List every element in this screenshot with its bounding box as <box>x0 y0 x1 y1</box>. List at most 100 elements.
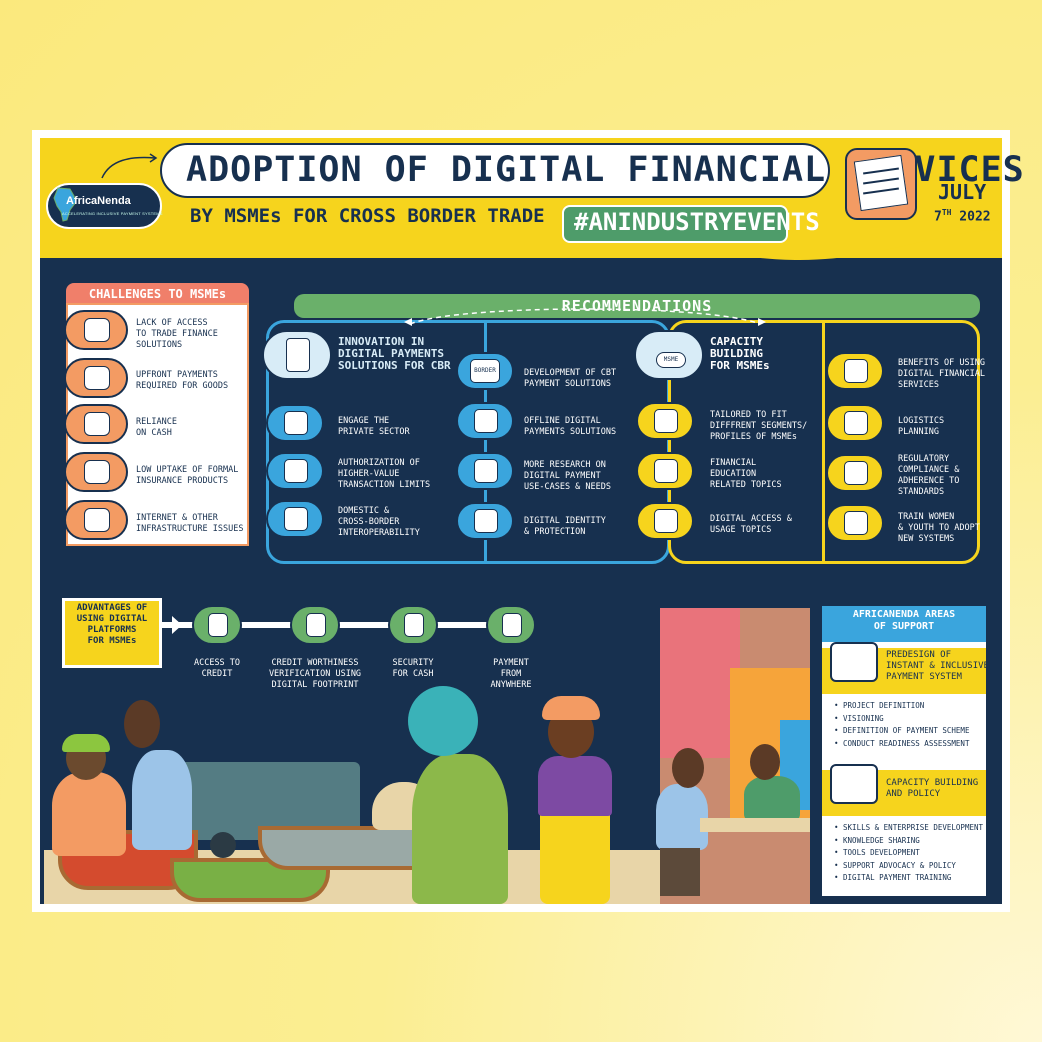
support-title: AFRICANENDA AREAS OF SUPPORT <box>852 609 956 632</box>
policy-doc-icon <box>830 764 878 804</box>
vendor-woman <box>52 772 126 856</box>
list-item: DIGITAL PAYMENT TRAINING <box>834 872 983 885</box>
date-month: JULY <box>938 180 987 204</box>
fingerprint-icon <box>456 502 514 540</box>
rec-label: AUTHORIZATION OF HIGHER-VALUE TRANSACTIO… <box>338 458 431 490</box>
rec-label: DEVELOPMENT OF CBT PAYMENT SOLUTIONS <box>524 368 617 389</box>
checklist-icon <box>826 454 884 492</box>
list-item: PROJECT DEFINITION <box>834 700 969 713</box>
calendar-icon <box>845 148 917 220</box>
capacity-divider <box>822 320 825 564</box>
challenges-header <box>66 283 249 305</box>
trousers <box>660 848 700 896</box>
head <box>672 748 704 788</box>
arrow-right-icon <box>162 616 182 634</box>
capacity-heading: CAPACITY BUILDING FOR MSMEs <box>710 335 770 372</box>
africa-map-icon <box>53 187 77 222</box>
document-icon <box>266 452 324 490</box>
rec-label: REGULATORY COMPLIANCE & ADHERENCE TO STA… <box>898 454 960 497</box>
list-item: TOOLS DEVELOPMENT <box>834 847 983 860</box>
shopkeeper <box>744 776 800 822</box>
secure-cash-icon <box>388 605 438 645</box>
rec-label: LOGISTICS PLANNING <box>898 416 945 437</box>
date-day: 7TH 2022 <box>934 208 991 225</box>
pos-terminal-icon <box>192 605 242 645</box>
greens-basket <box>170 858 330 902</box>
connector-icon <box>266 500 324 538</box>
offline-phone-icon <box>456 402 514 440</box>
challenge-label: LOW UPTAKE OF FORMAL INSURANCE PRODUCTS <box>136 465 239 486</box>
faces-icon <box>826 504 884 542</box>
footprints-icon <box>290 605 340 645</box>
cash-register-icon <box>636 452 694 490</box>
advantage-label: ACCESS TO CREDIT <box>193 658 241 679</box>
list-item: CONDUCT READINESS ASSESSMENT <box>834 738 969 751</box>
headwrap <box>62 734 110 752</box>
handshake-icon <box>266 404 324 442</box>
flexed-arm-icon: MSME <box>634 330 704 380</box>
head <box>750 744 780 780</box>
challenges-title: CHALLENGES TO MSMEs <box>88 287 227 301</box>
advantages-title: ADVANTAGES OF USING DIGITAL PLATFORMS FO… <box>76 603 148 646</box>
dashed-arrow <box>404 308 766 326</box>
recommendations-title: RECOMMENDATIONS <box>294 297 980 315</box>
cable-icon <box>64 500 128 540</box>
hashtag-badge <box>562 205 788 243</box>
customer-woman-green <box>412 754 508 904</box>
advantages-box <box>62 598 162 668</box>
support-section-heading: PREDESIGN OF INSTANT & INCLUSIVE PAYMENT… <box>886 650 989 682</box>
advantages-line <box>162 622 532 628</box>
support-list: SKILLS & ENTERPRISE DEVELOPMENT KNOWLEDG… <box>834 822 983 885</box>
list-item: KNOWLEDGE SHARING <box>834 835 983 848</box>
advantage-label: CREDIT WORTHINESS VERIFICATION USING DIG… <box>268 658 362 690</box>
support-header <box>822 606 986 642</box>
headwrap <box>408 686 478 756</box>
purple-top <box>538 756 612 816</box>
challenge-label: RELIANCE ON CASH <box>136 417 177 438</box>
headwrap <box>542 696 600 720</box>
vendor-man <box>132 750 192 850</box>
innovation-divider <box>484 320 487 564</box>
wheel <box>210 832 236 858</box>
mobile-money-icon <box>826 352 884 390</box>
rec-label: BENEFITS OF USING DIGITAL FINANCIAL SERV… <box>898 358 985 390</box>
header-wave <box>40 230 1002 260</box>
support-section-heading: CAPACITY BUILDING AND POLICY <box>886 778 979 799</box>
cash-stack-icon <box>64 404 128 444</box>
segments-icon <box>636 402 694 440</box>
rec-label: DOMESTIC & CROSS-BORDER INTEROPERABILITY <box>338 506 420 538</box>
page-subtitle: BY MSMEs FOR CROSS BORDER TRADE <box>190 205 545 227</box>
list-item: SKILLS & ENTERPRISE DEVELOPMENT <box>834 822 983 835</box>
arrow-icon <box>101 153 158 179</box>
papers-icon <box>456 452 514 490</box>
rec-label: ENGAGE THE PRIVATE SECTOR <box>338 416 410 437</box>
payment-terminal-icon <box>830 642 878 682</box>
rec-label: MORE RESEARCH ON DIGITAL PAYMENT USE-CAS… <box>524 460 611 492</box>
hand-cash-icon <box>64 358 128 398</box>
logo-text: AfricaNenda <box>66 195 131 207</box>
logo-tagline: ACCELERATING INCLUSIVE PAYMENT SYSTEMS <box>62 211 163 216</box>
rec-label: DIGITAL ACCESS & USAGE TOPICS <box>710 514 792 535</box>
border-sign-icon: BORDER <box>456 352 514 390</box>
title-box <box>160 143 830 198</box>
truck-icon <box>826 404 884 442</box>
advantage-label: PAYMENT FROM ANYWHERE <box>490 658 532 690</box>
location-pin-icon <box>486 605 536 645</box>
umbrella-icon <box>64 452 128 492</box>
hashtag-text: #ANINDUSTRYEVENTS <box>574 208 820 236</box>
phone-tap-icon <box>636 502 694 540</box>
innovation-heading: INNOVATION IN DIGITAL PAYMENTS SOLUTIONS… <box>338 335 451 372</box>
rec-label: DIGITAL IDENTITY & PROTECTION <box>524 516 606 537</box>
list-item: DEFINITION OF PAYMENT SCHEME <box>834 725 969 738</box>
challenge-label: INTERNET & OTHER INFRASTRUCTURE ISSUES <box>136 513 244 534</box>
rec-label: TRAIN WOMEN & YOUTH TO ADOPT NEW SYSTEMS <box>898 512 980 544</box>
support-list: PROJECT DEFINITION VISIONING DEFINITION … <box>834 700 969 750</box>
customer-man <box>656 784 708 850</box>
list-item: SUPPORT ADVOCACY & POLICY <box>834 860 983 873</box>
rec-label: FINANCIAL EDUCATION RELATED TOPICS <box>710 458 782 490</box>
challenge-label: UPFRONT PAYMENTS REQUIRED FOR GOODS <box>136 370 229 391</box>
list-item: VISIONING <box>834 713 969 726</box>
shop-awning <box>660 608 740 758</box>
rec-label: OFFLINE DIGITAL PAYMENTS SOLUTIONS <box>524 416 617 437</box>
rec-label: TAILORED TO FIT DIFFFRENT SEGMENTS/ PROF… <box>710 410 808 442</box>
